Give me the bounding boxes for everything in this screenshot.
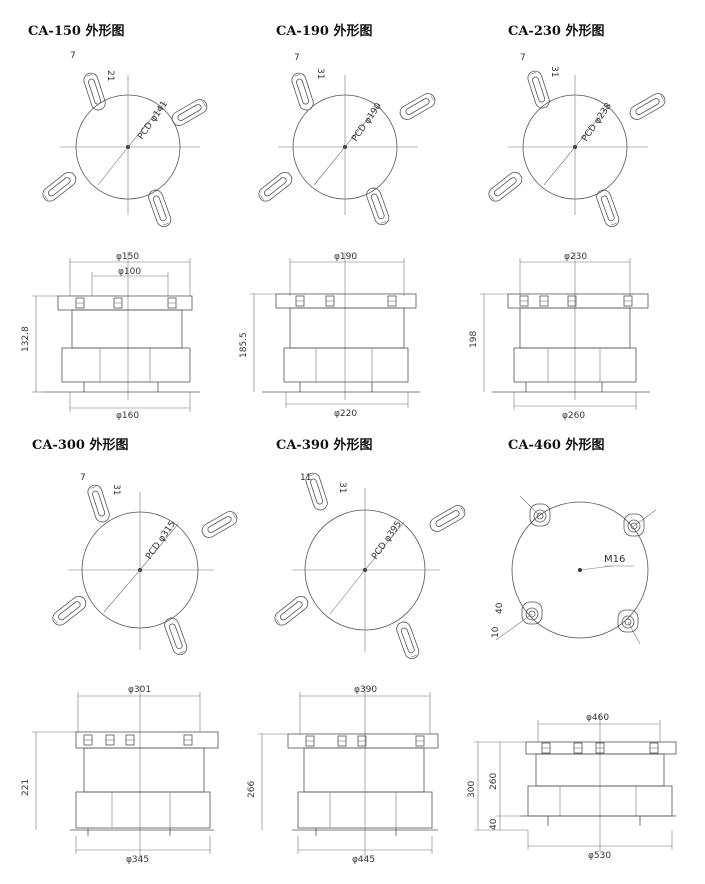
ca-390-pcd-label: PCD φ395	[370, 519, 404, 561]
ca-300-slot-length: 31	[111, 484, 121, 495]
ca-460-base-height: 40	[489, 818, 499, 830]
ca-460-top-diameter: φ460	[586, 713, 609, 723]
ca-190-top-view: PCD φ190 7 31	[255, 53, 438, 227]
ca-390-slot-length: 31	[337, 482, 347, 493]
ca-150-top-view: PCD φ141 7 21	[39, 51, 210, 229]
ca-300-slot-width: 7	[80, 473, 86, 483]
ca-390-slot-width: 11	[300, 473, 311, 483]
ca-150-inner-diameter: φ100	[118, 267, 141, 277]
ca-230-slot-length: 31	[549, 66, 559, 77]
ca-150-pcd-label: PCD φ141	[136, 99, 170, 141]
ca-460-body-height: 260	[489, 773, 499, 790]
ca-190-height: 185.5	[239, 332, 249, 358]
ca-460-total-height: 300	[467, 781, 477, 798]
title-ca-190: CA-190 外形图	[276, 24, 373, 39]
ca-230-height: 198	[469, 331, 479, 348]
title-ca-300: CA-300 外形图	[32, 438, 129, 453]
ca-150-height: 132.8	[21, 326, 31, 352]
ca-190-top-diameter: φ190	[334, 252, 357, 262]
ca-190-pcd-label: PCD φ190	[350, 101, 384, 144]
ca-150-bottom-diameter: φ160	[116, 411, 139, 421]
ca-230-bottom-diameter: φ260	[562, 411, 585, 421]
ca-230-pcd-label: PCD φ238	[580, 101, 614, 144]
ca-390-top-view: PCD φ395 11 31	[271, 470, 468, 661]
ca-460-top-view: M16 40 10	[491, 495, 657, 645]
ca-460-side-view: φ460 300 260 40 φ530	[467, 713, 677, 861]
ca-460-bottom-diameter: φ530	[588, 851, 611, 861]
ca-390-bottom-diameter: φ445	[352, 855, 375, 865]
ca-300-height: 221	[21, 779, 31, 796]
title-ca-460: CA-460 外形图	[508, 438, 605, 453]
ca-300-top-view: PCD φ315 7 31	[49, 473, 240, 657]
ca-150-top-diameter: φ150	[116, 252, 139, 262]
ca-230-top-diameter: φ230	[564, 252, 587, 262]
title-ca-150: CA-150 外形图	[28, 24, 125, 39]
ca-300-pcd-label: PCD φ315	[144, 519, 178, 561]
ca-150-slot-width: 7	[70, 51, 76, 61]
title-ca-390: CA-390 外形图	[276, 438, 373, 453]
ca-390-side-view: φ390 266 φ445	[247, 685, 439, 865]
ca-460-slot-width: 40	[495, 602, 505, 614]
ca-230-top-view: PCD φ238 7 31	[485, 53, 668, 229]
ca-150-slot-length: 21	[105, 70, 115, 81]
ca-300-top-diameter: φ301	[128, 685, 151, 695]
ca-390-height: 266	[247, 781, 257, 798]
ca-390-top-diameter: φ390	[354, 685, 377, 695]
ca-190-side-view: φ190 185.5 φ220	[239, 252, 420, 419]
ca-230-side-view: φ230 198 φ260	[469, 252, 650, 421]
ca-190-slot-length: 31	[315, 68, 325, 79]
ca-230-slot-width: 7	[520, 53, 526, 63]
title-ca-230: CA-230 外形图	[508, 24, 605, 39]
ca-190-bottom-diameter: φ220	[334, 409, 357, 419]
ca-300-side-view: φ301 221 φ345	[21, 685, 219, 865]
ca-190-slot-width: 7	[294, 53, 300, 63]
ca-150-side-view: φ150 φ100 132.8 φ160	[21, 252, 200, 421]
ca-460-slot-length: 10	[491, 626, 501, 638]
ca-300-bottom-diameter: φ345	[126, 855, 149, 865]
ca-460-center-label: M16	[604, 554, 625, 565]
